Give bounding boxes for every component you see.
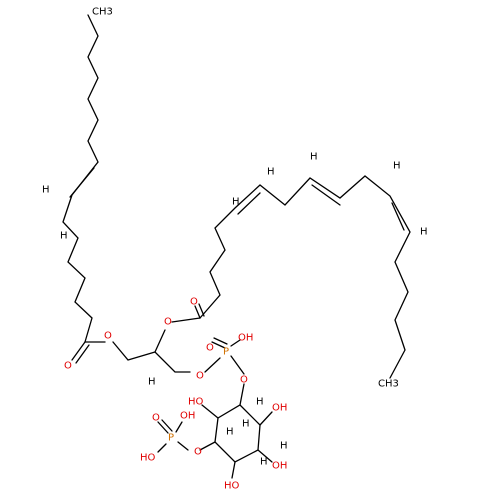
h-chain2-db2-a-label: H xyxy=(267,167,275,178)
p1-oh-bond xyxy=(230,339,241,347)
ring-c4-oh-bond xyxy=(259,411,273,426)
ring-o-p2-bond xyxy=(199,441,216,451)
p1-label: P xyxy=(223,347,229,358)
chain2-double-bond-2b xyxy=(311,184,341,206)
p2-double-o-bond xyxy=(157,421,169,434)
o-p1-ring-label: O xyxy=(240,375,248,386)
p1-o-ring-bond xyxy=(230,355,245,375)
h-db1-lower-label: H xyxy=(60,231,68,242)
chain1-double-bond-2 xyxy=(69,167,95,198)
o-ester2-carbonyl-label: O xyxy=(190,297,198,308)
atom-labels: CH3 H H O O O O H O H H H H H O P OH O C… xyxy=(42,7,428,492)
oh-ring-c4-label: OH xyxy=(272,403,287,414)
ring-c5-oh-bond xyxy=(257,449,273,463)
p2-double-o-bond-2 xyxy=(161,419,173,432)
ester2-carbonyl-bond xyxy=(194,305,201,319)
p2-ho-bond xyxy=(157,443,167,453)
oh-p2-label: OH xyxy=(180,411,195,422)
o-ester2-label: O xyxy=(164,317,172,328)
h-ring-c1-label: H xyxy=(226,427,234,438)
p1-double-o-bond-2 xyxy=(213,337,228,345)
p2-oh-bond xyxy=(175,421,183,433)
h-db1-upper-label: H xyxy=(42,185,50,196)
o-ester1-carbonyl-label: O xyxy=(64,361,72,372)
h-ring-c6-label: H xyxy=(260,457,268,468)
p2-label: P xyxy=(168,433,174,444)
o-p1-double-label: O xyxy=(206,343,214,354)
h-chain2-db2-b-label: H xyxy=(310,152,318,163)
chain2-bonds xyxy=(199,175,411,379)
o-ester1-label: O xyxy=(104,331,112,342)
oh-ring-c5-label: OH xyxy=(272,461,287,472)
chain2-double-bond-3b xyxy=(391,202,405,231)
o-p2-double-label: O xyxy=(152,413,160,424)
chain1-tail-bonds xyxy=(62,14,99,343)
p1-double-o-bond xyxy=(211,341,226,349)
ho-p2-label: HO xyxy=(140,453,156,464)
oh-p1-label: OH xyxy=(238,333,253,344)
ho-ring-c2-label: HO xyxy=(188,397,204,408)
h-glycerol-label: H xyxy=(148,377,156,388)
ester2-bond xyxy=(171,317,201,323)
h-chain2-db1-label: H xyxy=(232,197,240,208)
inositol-ring-bonds xyxy=(214,404,261,463)
o-glycerol-p-label: O xyxy=(196,371,204,382)
ester1-carbonyl-bond-2 xyxy=(75,344,90,364)
ester1-carbonyl-bond xyxy=(71,341,86,361)
p1-ring-link-bond xyxy=(239,383,245,406)
chain2-double-bond-1b xyxy=(237,192,261,215)
h-ring-c3-label: H xyxy=(242,419,250,430)
ho-ring-c6-label: HO xyxy=(224,481,240,492)
h-ring-c2-label: H xyxy=(256,397,264,408)
ring-c6-oh-bond xyxy=(231,461,236,479)
o-p2-ring-label: O xyxy=(194,447,202,458)
h-ring-c5-label: H xyxy=(280,441,288,452)
glycerol-bonds xyxy=(112,341,191,373)
ch3-chain2-end-label: CH3 xyxy=(378,379,399,390)
ring-c2-oh-bond xyxy=(201,404,219,419)
ch3-top-label: CH3 xyxy=(92,7,113,18)
p2-o-bond xyxy=(177,441,189,451)
glycerol-o2-bond xyxy=(154,329,166,353)
h-chain2-db3-b-label: H xyxy=(420,227,428,238)
p1-o-glycerol-bond xyxy=(204,357,221,373)
h-chain2-db3-a-label: H xyxy=(393,161,401,172)
bonds xyxy=(62,14,411,479)
